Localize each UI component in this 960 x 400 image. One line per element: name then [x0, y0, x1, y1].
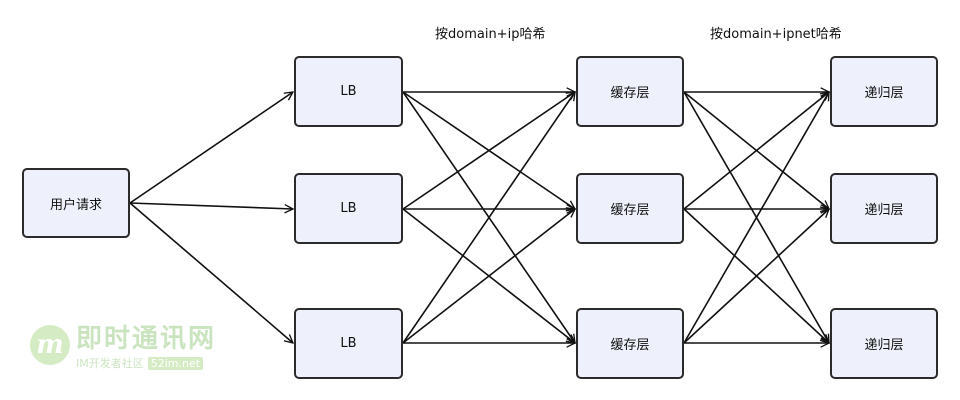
- cache-node-3: 缓存层: [576, 308, 684, 379]
- arrow-cache3-to-recursive1: [683, 92, 829, 344]
- watermark-title: 即时通讯网: [76, 324, 217, 354]
- arrow-cache3-to-recursive2: [683, 209, 829, 344]
- arrow-user-to-lb-3: [129, 202, 293, 343]
- watermark-subtitle: IM开发者社区: [76, 357, 144, 370]
- arrow-lb3-to-cache1: [402, 92, 575, 344]
- arrow-lb2-to-cache1: [402, 92, 575, 210]
- arrow-user-to-lb-1: [129, 92, 293, 204]
- lb-node-2: LB: [294, 173, 403, 244]
- arrow-cache2-to-recursive1: [683, 92, 829, 210]
- watermark: m 即时通讯网 IM开发者社区 52im.net: [30, 318, 216, 371]
- cache-node-2: 缓存层: [576, 173, 684, 244]
- recursive-node-2: 递归层: [830, 173, 938, 244]
- user-request-node: 用户请求: [22, 168, 130, 238]
- watermark-logo-icon: m: [30, 324, 70, 365]
- watermark-site: 52im.net: [147, 356, 204, 370]
- hash-label-domain-ip: 按domain+ip哈希: [435, 27, 546, 42]
- cache-node-1: 缓存层: [576, 56, 684, 127]
- recursive-node-1: 递归层: [830, 56, 938, 127]
- lb-node-1: LB: [294, 56, 403, 127]
- arrow-user-to-lb-2: [129, 202, 293, 209]
- arrow-lb3-to-cache2: [402, 209, 575, 344]
- recursive-node-3: 递归层: [830, 308, 938, 379]
- hash-label-domain-ipnet: 按domain+ipnet哈希: [710, 27, 842, 42]
- lb-node-3: LB: [294, 308, 403, 379]
